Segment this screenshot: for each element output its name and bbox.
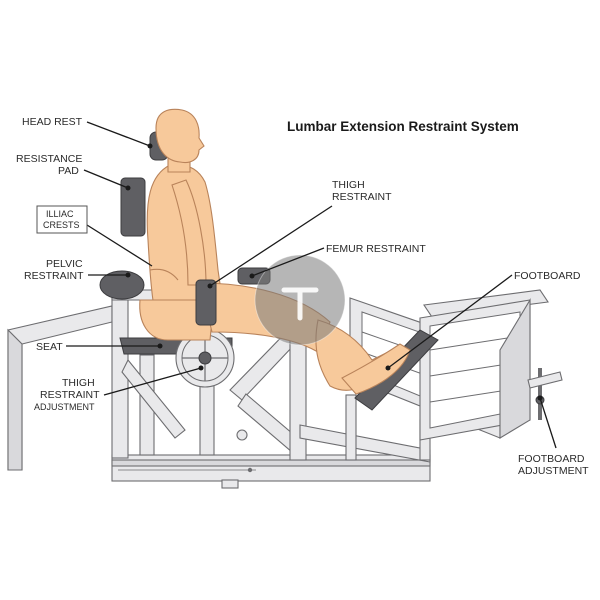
thigh-restraint-hub: [198, 351, 212, 365]
thigh-restraint-pad: [195, 279, 217, 326]
label-thigh-restraint-adjustment-line1: THIGH: [62, 377, 95, 389]
label-femur-restraint: FEMUR RESTRAINT: [326, 243, 426, 255]
label-thigh-restraint-line2: RESTRAINT: [332, 191, 392, 203]
track-post-1: [345, 394, 357, 461]
label-head-rest: HEAD REST: [22, 116, 83, 128]
left-frame: [7, 305, 113, 471]
label-footboard: FOOTBOARD: [514, 270, 581, 282]
iliac-crest-line: [149, 268, 179, 281]
knee-post: [289, 329, 307, 461]
label-iliac-crests-line2: CRESTS: [43, 220, 80, 230]
label-footboard-adjustment-line2: ADJUSTMENT: [518, 465, 589, 477]
footboard-top-rail: [423, 289, 549, 318]
leader-head-rest: [86, 121, 151, 147]
foot: [341, 343, 411, 395]
base-rail-slot: [111, 459, 431, 467]
seat-assembly: [99, 131, 235, 388]
leader-femur-restraint: [251, 247, 325, 277]
leader-thigh-restraint-adjustment: [103, 367, 202, 396]
leader-lines: [66, 121, 557, 449]
label-footboard-adjustment-line1: FOOTBOARD: [518, 453, 585, 465]
resistance-pad: [120, 177, 146, 237]
leader-thigh-restraint: [209, 205, 333, 287]
leader-footboard-adjustment: [539, 397, 557, 449]
label-resistance-pad-line1: RESISTANCE: [16, 153, 82, 165]
head: [155, 108, 205, 164]
base-bolt: [247, 467, 253, 473]
front-post: [199, 379, 215, 456]
logo-watermark-icon: [254, 254, 346, 346]
iliac-crests-box: [36, 205, 88, 234]
leader-resistance-pad: [83, 169, 129, 189]
left-frame-side: [7, 328, 23, 471]
label-thigh-restraint-line1: THIGH: [332, 179, 365, 191]
label-pelvic-restraint-line2: RESTRAINT: [24, 270, 84, 282]
hips: [139, 299, 215, 341]
label-thigh-restraint-adjustment-line3: ADJUSTMENT: [34, 402, 95, 412]
label-iliac-crests-line1: ILLIAC: [46, 209, 74, 219]
base-rail: [111, 454, 431, 482]
leader-footboard: [387, 274, 513, 369]
label-resistance-pad-line2: PAD: [58, 165, 79, 177]
label-thigh-restraint-adjustment-line2: RESTRAINT: [40, 389, 100, 401]
footboard-adjust-handle: [527, 371, 563, 389]
diagram-title: Lumbar Extension Restraint System: [287, 119, 519, 134]
leader-iliac-crests: [86, 224, 153, 267]
label-seat: SEAT: [36, 341, 63, 353]
label-pelvic-restraint-line1: PELVIC: [46, 258, 83, 270]
base-foot: [221, 479, 239, 489]
pelvic-restraint-pad: [99, 270, 145, 300]
pivot-bolt: [236, 429, 248, 441]
lower-track: [299, 424, 431, 463]
diagonal-brace-left: [121, 358, 186, 439]
